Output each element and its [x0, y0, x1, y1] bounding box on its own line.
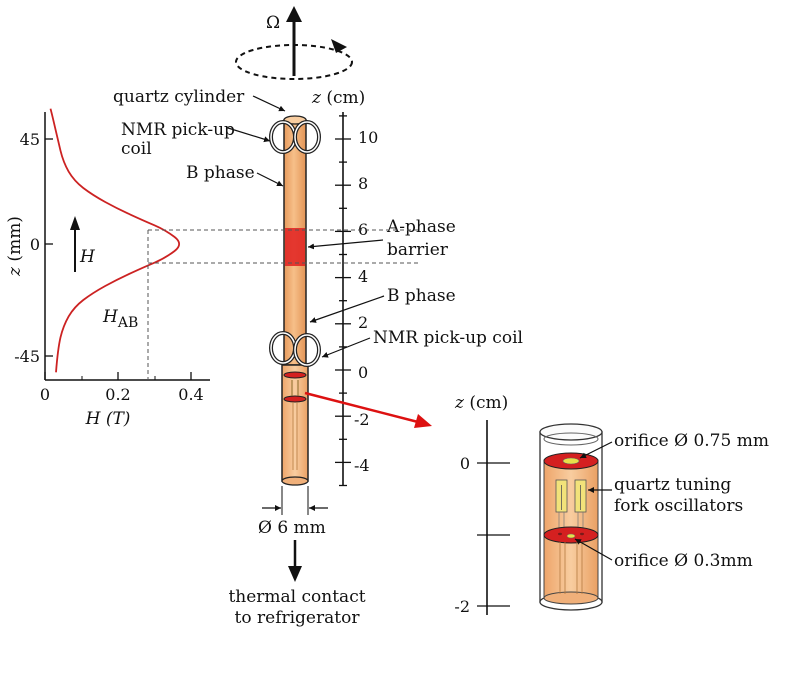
profile-y-axis-label: z (mm) — [5, 216, 25, 277]
nmr-coil-bottom — [269, 331, 321, 367]
leader-nmr-top — [227, 127, 271, 143]
thermal-arrowhead — [288, 566, 302, 582]
profile-x-axis-label: H (T) — [85, 409, 131, 429]
main-tick-label: -4 — [354, 456, 370, 475]
label-a-phase-line1: A-phase — [386, 217, 456, 237]
zoom-pointer-line — [304, 391, 419, 424]
hab-label: HAB — [102, 307, 138, 331]
leader-orifice-bottom — [574, 538, 613, 561]
label-nmr-top-line2: coil — [121, 139, 152, 159]
label-b-phase-bottom: B phase — [387, 286, 456, 306]
inset-feedthrough — [580, 532, 584, 536]
inset-tick-label: 0 — [460, 454, 470, 473]
zoom-pointer — [304, 391, 432, 428]
nmr-coil-top-right-inner — [294, 121, 320, 153]
main-tick-label: 0 — [358, 363, 368, 382]
rotation-ellipse — [235, 44, 353, 80]
inset-bottom-orifice-hole — [566, 533, 576, 539]
profile-y-tick-label: 45 — [20, 130, 40, 149]
field-direction-arrowhead — [70, 216, 80, 230]
lower-orifice-disk-bottom — [283, 395, 307, 403]
leader-a-phase — [307, 239, 384, 250]
label-b-phase-top: B phase — [186, 163, 255, 183]
main-tick-label: 6 — [358, 220, 368, 239]
leader-nmr-bottom — [321, 337, 371, 358]
rotation-axis-arrowhead — [286, 6, 302, 22]
label-nmr-top-line1: NMR pick-up — [121, 120, 235, 140]
thermal-contact: thermal contact to refrigerator — [228, 540, 366, 628]
label-thermal-line2: to refrigerator — [235, 608, 361, 628]
inset-top-orifice-hole — [562, 457, 580, 465]
leader-orifice-top — [579, 441, 613, 459]
label-tuning-line1: quartz tuning — [614, 475, 731, 495]
leader-b-phase-top — [256, 172, 284, 187]
rotation-direction-arrowhead — [331, 39, 347, 53]
label-orifice-bottom: orifice Ø 0.3mm — [614, 551, 753, 571]
profile-y-tick-label: -45 — [14, 347, 40, 366]
lower-chamber-bottom — [281, 476, 309, 486]
main-axis-ticks — [335, 115, 351, 487]
main-tick-label: 8 — [358, 174, 368, 193]
inset-outer-sleeve-top — [539, 423, 603, 441]
label-tuning-line2: fork oscillators — [614, 496, 743, 516]
label-a-phase-line2: barrier — [387, 240, 449, 260]
leader-b-phase-bottom — [309, 295, 385, 323]
profile-x-tick-label: 0.2 — [105, 385, 130, 404]
nmr-coil-top — [269, 120, 321, 154]
a-phase-barrier-region — [285, 228, 305, 266]
omega-label: Ω — [266, 13, 280, 33]
main-z-axis: z (cm) 10 8 6 4 2 0 -2 -4 — [311, 88, 378, 487]
rotation-indicator: Ω — [235, 6, 353, 80]
lower-chamber — [281, 364, 309, 482]
profile-y-tick-label: 0 — [30, 235, 40, 254]
inset-inner-top-rim — [543, 432, 599, 446]
main-tick-label: 10 — [358, 128, 378, 147]
label-diameter: Ø 6 mm — [258, 518, 326, 538]
lower-orifice-disk-top — [283, 371, 307, 379]
label-orifice-top: orifice Ø 0.75 mm — [614, 431, 769, 451]
label-nmr-bottom: NMR pick-up coil — [373, 328, 523, 348]
field-direction-label: H — [79, 247, 96, 267]
label-quartz-cylinder: quartz cylinder — [113, 87, 245, 107]
main-tick-label: 2 — [358, 313, 368, 332]
inset-tick-label: -2 — [454, 597, 470, 616]
sample-cylinder — [281, 115, 309, 486]
field-profile-curve — [49, 108, 181, 373]
label-thermal-line1: thermal contact — [228, 587, 365, 607]
profile-x-tick-label: 0 — [40, 385, 50, 404]
profile-x-tick-label: 0.4 — [178, 385, 203, 404]
main-tick-label: 4 — [358, 267, 368, 286]
inset-detail: z (cm) 0 -2 — [454, 393, 769, 616]
zoom-pointer-arrowhead — [414, 414, 432, 428]
nmr-coil-bottom-right-inner — [294, 334, 320, 366]
inset-column-bottom — [543, 591, 599, 605]
main-axis-label: z (cm) — [311, 88, 365, 108]
leader-quartz-cylinder — [252, 95, 286, 112]
diameter-dimension: Ø 6 mm — [258, 486, 328, 538]
field-profile-plot: 45 0 -45 0 0.2 0.4 H (T) z (mm) H HAB — [5, 108, 420, 429]
main-tick-label: -2 — [354, 410, 370, 429]
inset-feedthrough — [558, 532, 562, 536]
inset-axis-label: z (cm) — [454, 393, 508, 413]
